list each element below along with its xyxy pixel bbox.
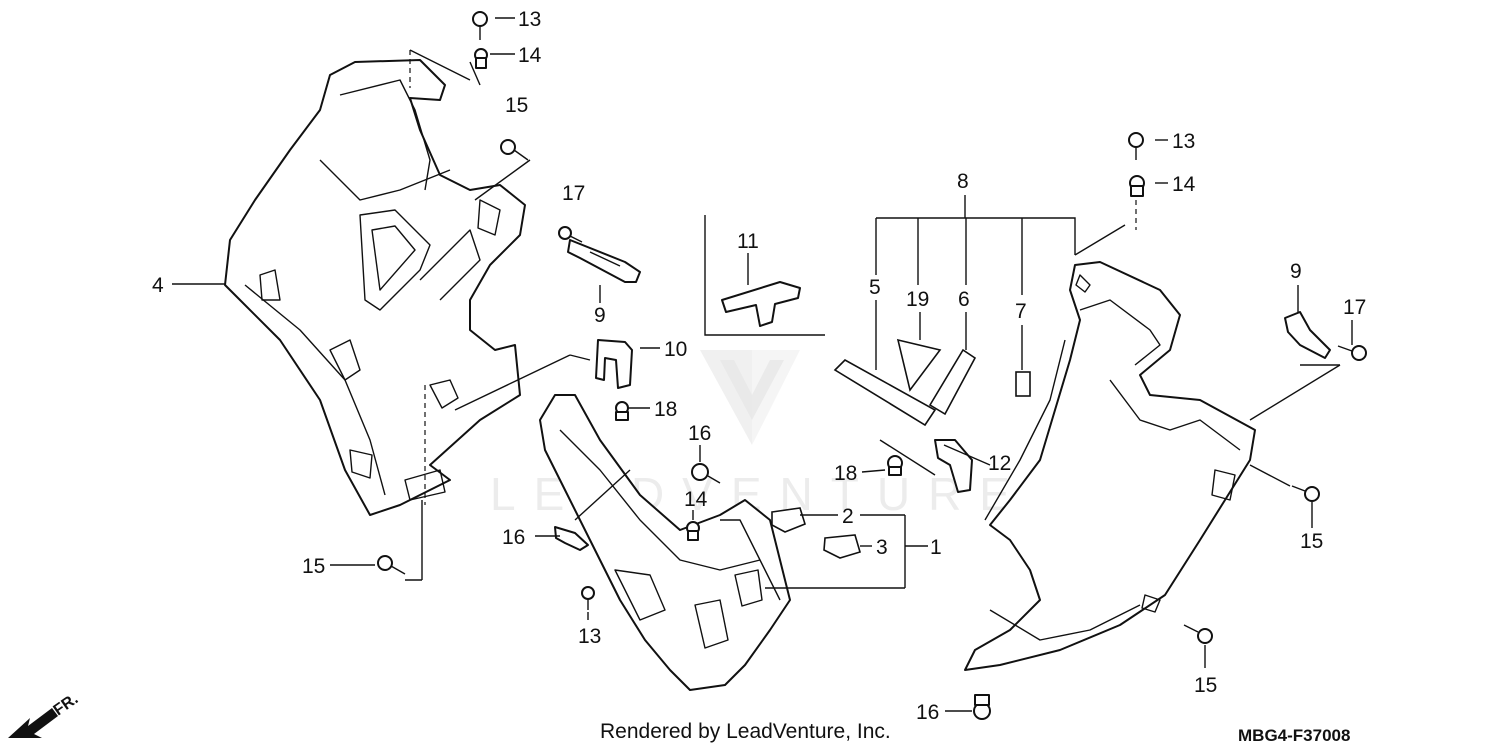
bracket-10 bbox=[595, 339, 633, 389]
front-direction-arrow-icon bbox=[8, 708, 58, 738]
callout-15: 15 bbox=[1194, 674, 1217, 697]
bracket-11 bbox=[721, 281, 801, 327]
callout-13: 13 bbox=[1172, 130, 1195, 153]
callout-9: 9 bbox=[594, 304, 606, 327]
callout-18: 18 bbox=[654, 398, 677, 421]
right-lower-cowl bbox=[964, 261, 1256, 671]
callout-7: 7 bbox=[1015, 300, 1027, 323]
fasteners bbox=[377, 11, 1367, 720]
callout-3: 3 bbox=[876, 536, 888, 559]
callout-16: 16 bbox=[502, 526, 525, 549]
seal-pads bbox=[833, 338, 1031, 427]
callout-17: 17 bbox=[1343, 296, 1366, 319]
callout-19: 19 bbox=[906, 288, 929, 311]
callout-5: 5 bbox=[869, 276, 881, 299]
callout-13: 13 bbox=[518, 8, 541, 31]
callouts: 13 14 15 17 4 9 10 18 15 11 8 5 19 6 7 1… bbox=[152, 8, 1366, 724]
callout-12: 12 bbox=[988, 452, 1011, 475]
callout-1: 1 bbox=[930, 536, 942, 559]
left-lower-cowl bbox=[224, 59, 526, 516]
callout-15: 15 bbox=[1300, 530, 1323, 553]
callout-11: 11 bbox=[737, 230, 759, 253]
callout-9: 9 bbox=[1290, 260, 1302, 283]
callout-15: 15 bbox=[302, 555, 325, 578]
callout-16: 16 bbox=[916, 701, 939, 724]
callout-6: 6 bbox=[958, 288, 970, 311]
callout-8: 8 bbox=[957, 170, 969, 193]
callout-17: 17 bbox=[562, 182, 585, 205]
callout-14: 14 bbox=[684, 488, 708, 511]
leader-lines bbox=[172, 17, 1353, 712]
callout-14: 14 bbox=[518, 44, 542, 67]
callout-10: 10 bbox=[664, 338, 687, 361]
clip-parts bbox=[771, 507, 861, 559]
callout-16: 16 bbox=[688, 422, 711, 445]
inner-center-panel bbox=[539, 394, 791, 691]
stay-9-right bbox=[1284, 311, 1331, 359]
callout-2: 2 bbox=[842, 505, 854, 528]
rendered-by-text: Rendered by LeadVenture, Inc. bbox=[600, 720, 891, 743]
callout-4: 4 bbox=[152, 274, 164, 297]
callout-15: 15 bbox=[505, 94, 528, 117]
callout-18: 18 bbox=[834, 462, 857, 485]
stay-9-left bbox=[567, 239, 641, 283]
callout-13: 13 bbox=[578, 625, 601, 648]
watermark-logo bbox=[700, 350, 800, 445]
callout-14: 14 bbox=[1172, 173, 1196, 196]
diagram-code: MBG4-F37008 bbox=[1238, 726, 1350, 745]
